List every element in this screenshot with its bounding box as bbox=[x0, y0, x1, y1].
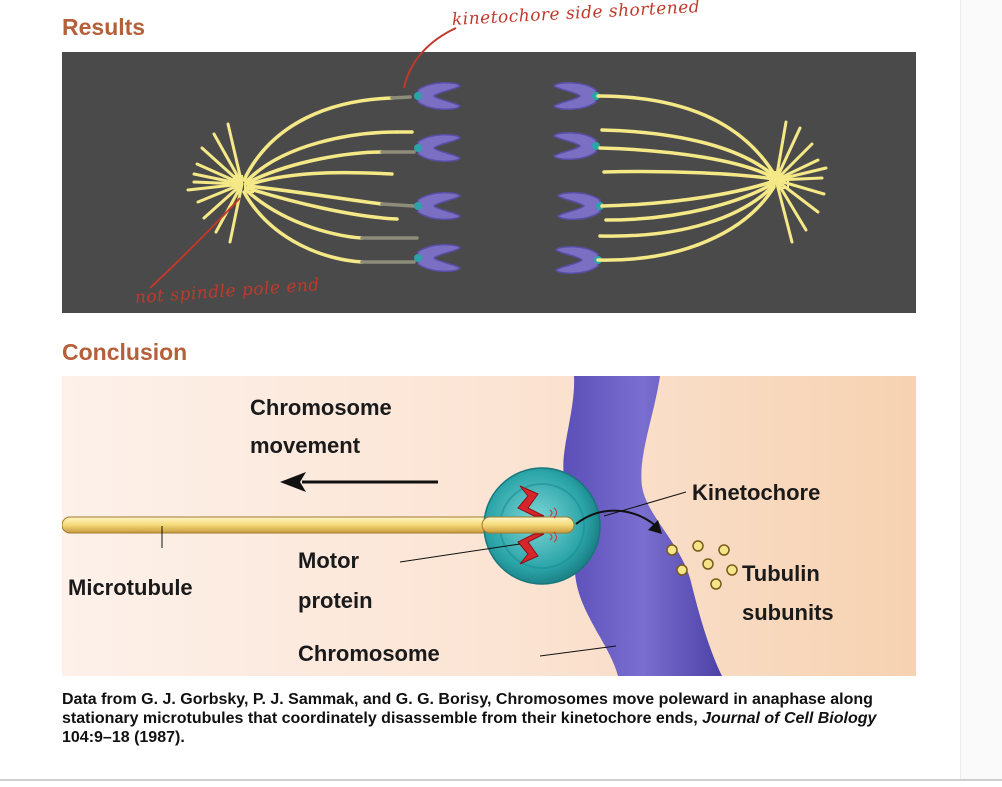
left-chromatids bbox=[417, 82, 461, 272]
conclusion-heading: Conclusion bbox=[62, 339, 188, 365]
label-chromosome: Chromosome bbox=[298, 641, 440, 666]
figure-caption: Data from G. J. Gorbsky, P. J. Sammak, a… bbox=[62, 690, 882, 747]
chromosome-body bbox=[563, 376, 722, 676]
left-spindle-fibers bbox=[242, 95, 419, 264]
caption-authors: Data from G. J. Gorbsky, P. J. Sammak, a… bbox=[62, 691, 873, 727]
disassembly-arrow bbox=[575, 509, 657, 527]
leader-motor bbox=[399, 543, 521, 563]
motor-protein bbox=[517, 485, 545, 565]
left-centrosome bbox=[233, 175, 243, 185]
page-divider bbox=[0, 779, 1002, 781]
results-figure bbox=[62, 52, 916, 313]
annotation-pointer-kinetochore bbox=[403, 27, 457, 89]
kinetochore-disassembly-diagram bbox=[62, 376, 738, 676]
caption-journal: Journal of Cell Biology bbox=[702, 710, 877, 727]
caption-citation: 104:9–18 (1987). bbox=[62, 729, 185, 746]
label-microtubule: Microtubule bbox=[68, 575, 193, 600]
label-kinetochore: Kinetochore bbox=[692, 480, 821, 505]
label-tubulin-subunits-2: subunits bbox=[742, 600, 834, 625]
left-kinetochores bbox=[414, 92, 422, 262]
conclusion-figure: Chromosome movement Kinetochore Motor pr… bbox=[62, 376, 916, 676]
right-centrosome bbox=[769, 171, 779, 181]
leader-kinetochore bbox=[603, 491, 687, 517]
label-chromosome-movement-1: Chromosome bbox=[250, 395, 392, 420]
right-kinetochores bbox=[592, 92, 604, 264]
window-edge bbox=[960, 0, 1002, 779]
annotation-pointer-pole bbox=[149, 197, 241, 289]
tubulin-subunits bbox=[666, 540, 738, 590]
leader-chromosome bbox=[539, 645, 617, 657]
anaphase-spindle-diagram bbox=[186, 82, 828, 274]
label-motor-protein-1: Motor bbox=[298, 548, 360, 573]
label-chromosome-movement-2: movement bbox=[250, 433, 361, 458]
movement-arrow bbox=[280, 472, 438, 492]
right-chromatids bbox=[553, 82, 601, 274]
label-motor-protein-2: protein bbox=[298, 588, 373, 613]
results-heading: Results bbox=[62, 14, 146, 40]
label-tubulin-subunits-1: Tubulin bbox=[742, 561, 820, 586]
right-spindle-fibers bbox=[596, 94, 776, 262]
